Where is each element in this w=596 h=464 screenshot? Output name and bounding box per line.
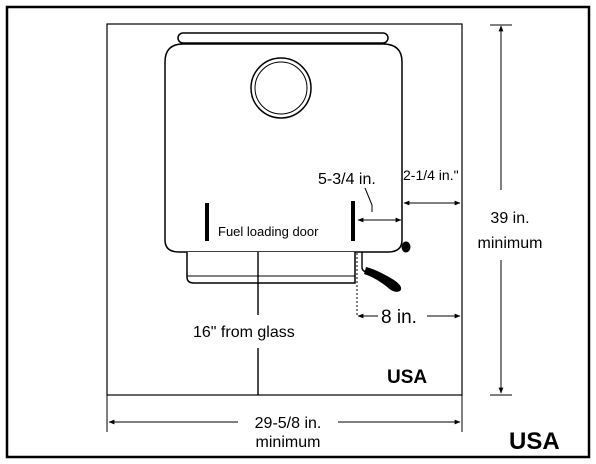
label-width-value: 29-5/8 in. — [255, 415, 322, 432]
stove-base — [186, 252, 356, 284]
flue-collar-icon — [250, 57, 312, 119]
stove-top-rail — [177, 32, 389, 44]
label-height-value: 39 in. — [490, 210, 529, 227]
flue-collar-inner-icon — [254, 61, 308, 115]
side-stove-leader — [364, 187, 373, 212]
label-glass: 16" from glass — [193, 324, 295, 341]
label-side-stove: 5-3/4 in. — [318, 171, 376, 188]
air-knob-icon — [401, 241, 411, 253]
label-side-wall: 2-1/4 in." — [403, 167, 459, 183]
stove-body — [164, 43, 403, 253]
label-region-inner: USA — [387, 367, 427, 388]
door-marker-left — [205, 203, 209, 241]
label-height-sub: minimum — [478, 235, 543, 252]
label-door: Fuel loading door — [218, 224, 319, 239]
label-front: 8 in. — [381, 307, 417, 328]
door-marker-right — [351, 201, 355, 241]
label-width-sub: minimum — [256, 434, 321, 451]
label-region-outer: USA — [509, 428, 560, 455]
door-handle-grip-icon — [364, 267, 402, 292]
